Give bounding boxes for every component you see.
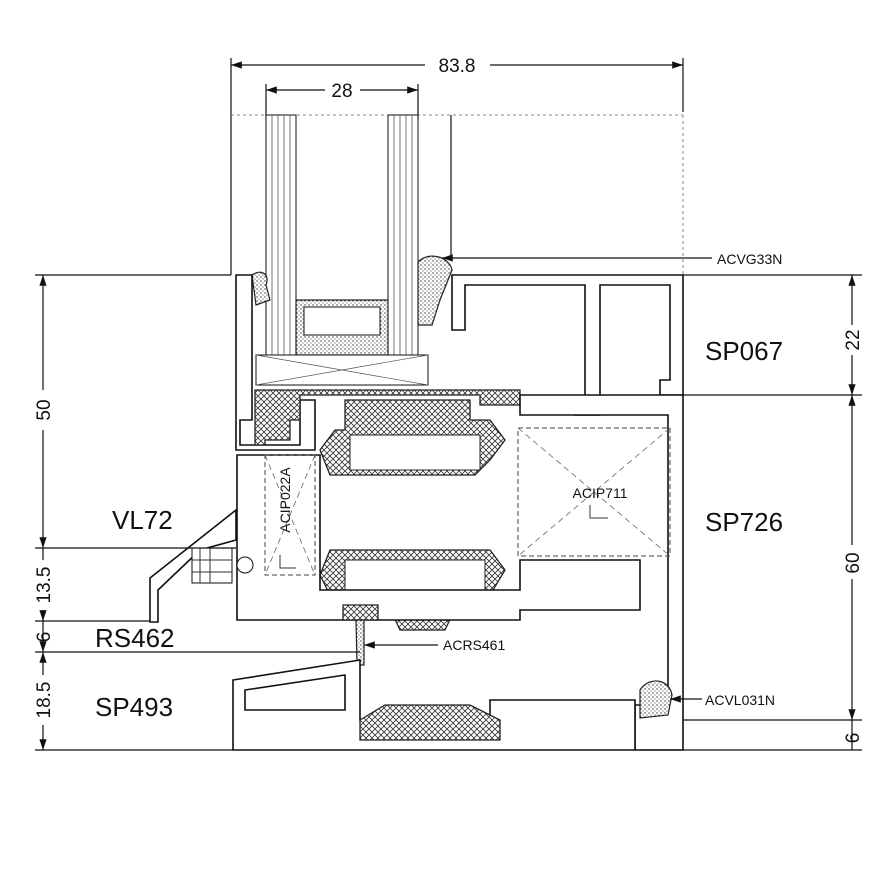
corner-cleat-acip022a: ACIP022A (264, 454, 316, 576)
corner-cleat-acip711: ACIP711 (517, 427, 671, 557)
profile-vl72 (149, 508, 254, 623)
profile-sp493 (232, 659, 636, 751)
dim-left-small-label: 6 (34, 632, 55, 643)
dim-left-top-label: 50 (34, 399, 55, 420)
acip711-label: ACIP711 (573, 485, 628, 501)
sp067-label: SP067 (705, 336, 783, 366)
gasket-acvl031n (639, 680, 673, 719)
acvl031n-label: ACVL031N (705, 692, 775, 708)
acrs461-label: ACRS461 (443, 637, 505, 653)
dimension-overall-width: 83.8 (230, 56, 684, 275)
sp493-label: SP493 (95, 692, 173, 722)
dim-left-bottom-label: 18.5 (34, 682, 55, 719)
dim-right-bottom-label: 6 (843, 733, 864, 744)
sp726-label: SP726 (705, 507, 783, 537)
dimension-right: 22 60 6 (640, 274, 864, 751)
rs462-label: RS462 (95, 623, 175, 653)
dimension-glass-width: 28 (265, 81, 419, 120)
glazing-unit (231, 114, 684, 386)
dim-left-mid-label: 13.5 (34, 567, 55, 604)
dim-glass-width-label: 28 (331, 81, 352, 102)
acip022a-label: ACIP022A (277, 467, 293, 533)
dim-right-top-label: 22 (843, 329, 864, 350)
dim-overall-width-label: 83.8 (439, 56, 476, 77)
dim-right-middle-label: 60 (843, 552, 864, 573)
gasket-acvg33n (417, 255, 453, 326)
gasket-left-glazing (251, 271, 271, 306)
dimension-left: 50 13.5 6 18.5 (34, 274, 360, 751)
acvg33n-label: ACVG33N (717, 251, 782, 267)
seal-holder-rs462 (342, 604, 379, 621)
brush-acrs461 (355, 619, 365, 666)
vl72-label: VL72 (112, 505, 173, 535)
